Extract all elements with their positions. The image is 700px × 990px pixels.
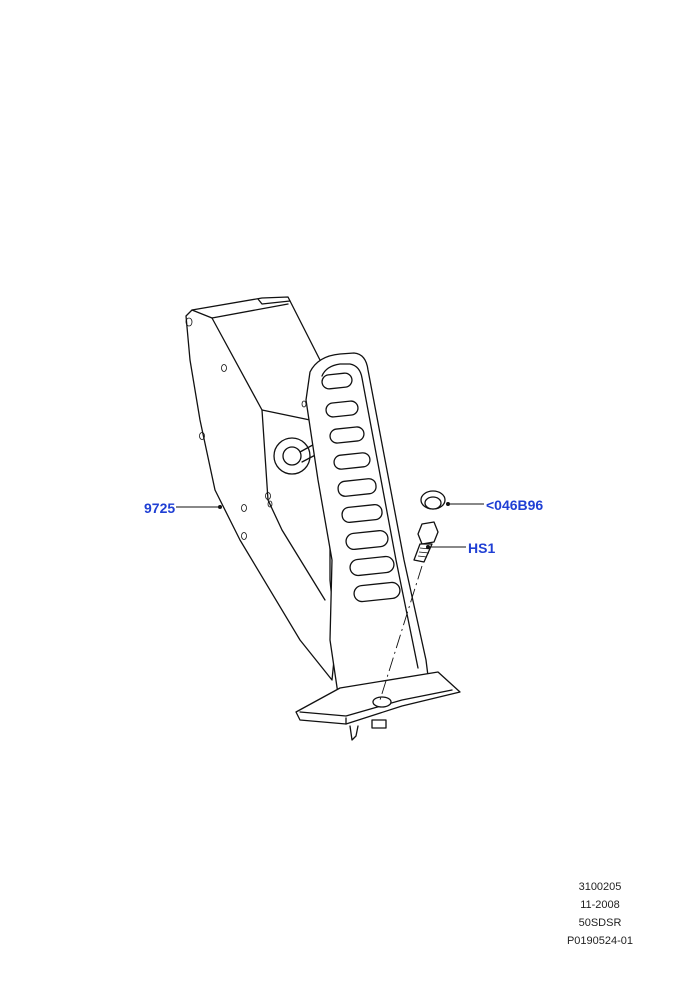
drawing-info-block: 3100205 11-2008 50SDSR P0190524-01 — [540, 878, 660, 950]
bolt-part — [413, 521, 439, 563]
info-line-3: 50SDSR — [578, 917, 622, 929]
pedal-pad — [305, 352, 429, 695]
base-plate — [295, 671, 461, 741]
callout-046b96: <046B96 — [486, 497, 543, 513]
callout-9725: 9725 — [144, 500, 175, 516]
info-line-2: 11-2008 — [580, 899, 620, 911]
info-line-1: 3100205 — [578, 881, 622, 893]
info-line-4: P0190524-01 — [566, 935, 634, 947]
leader-lines — [176, 502, 484, 549]
plug-part — [420, 490, 446, 510]
pedal-housing — [185, 296, 345, 681]
callout-hs1: HS1 — [468, 540, 495, 556]
grip-ribs — [321, 372, 401, 603]
